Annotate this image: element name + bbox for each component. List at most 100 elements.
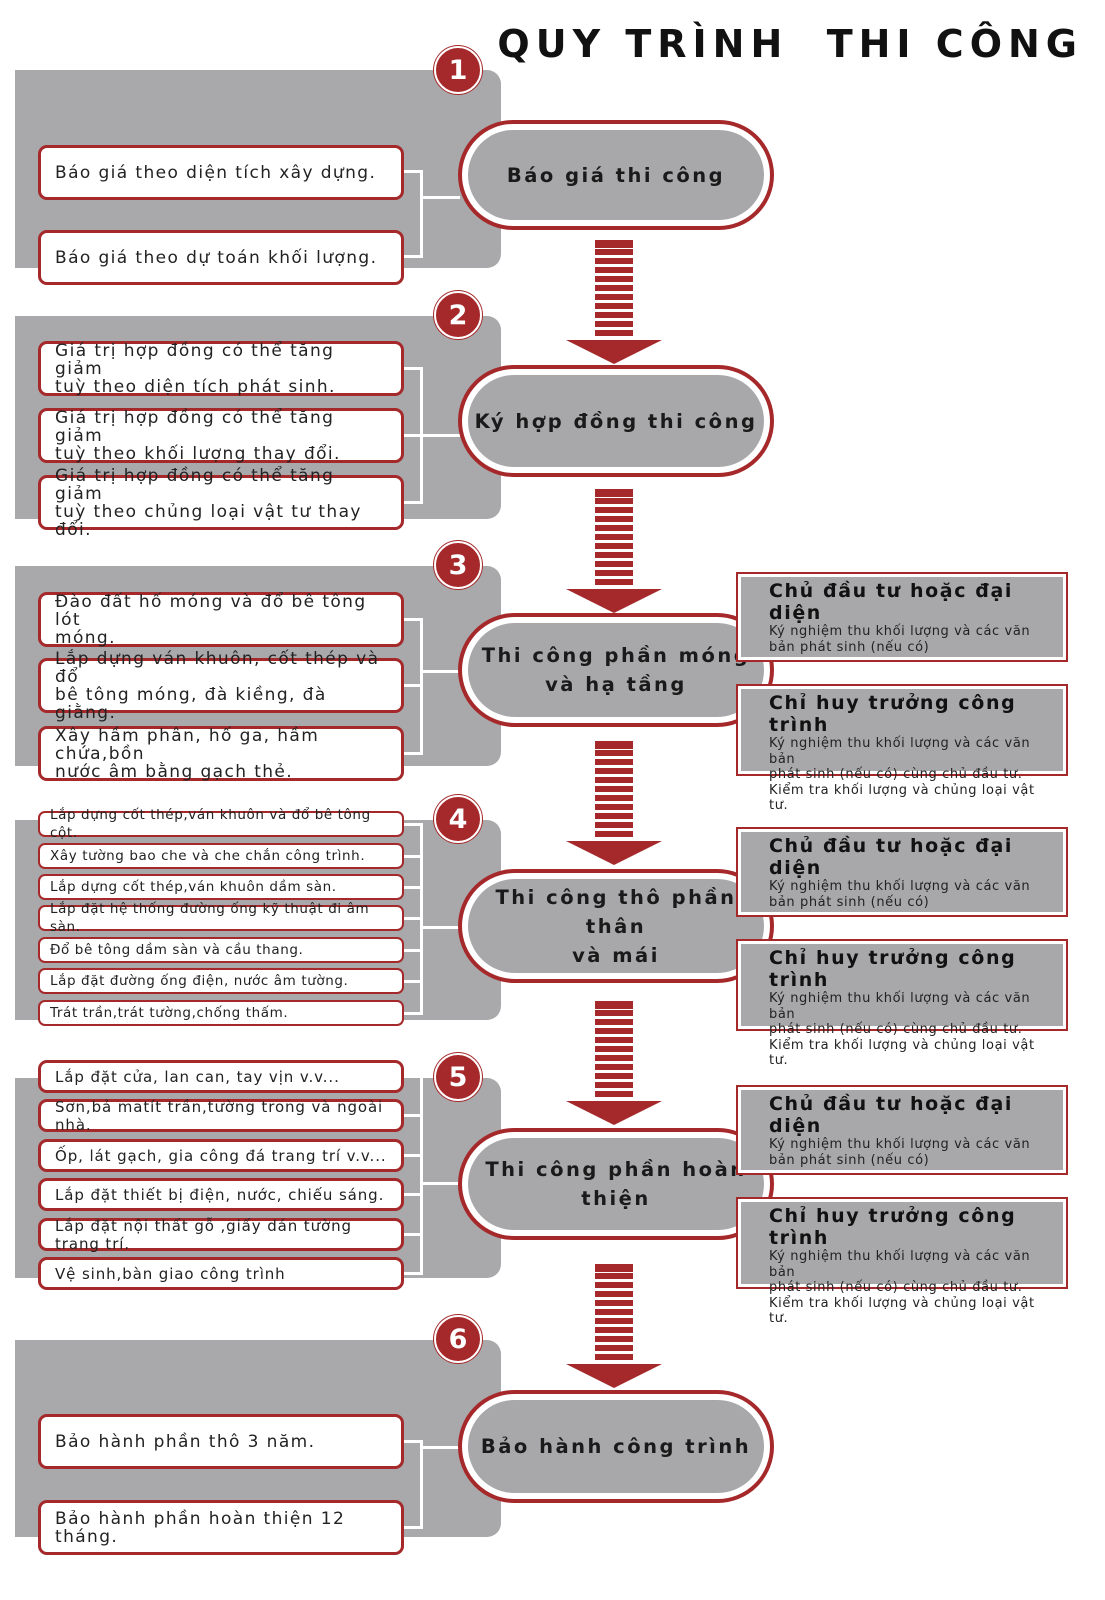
step-3-owner-note: Chủ đầu tư hoặc đại diện Ký nghiệm thu k…: [736, 572, 1068, 662]
connector: [404, 980, 422, 983]
arrow-head: [566, 841, 662, 865]
connector: [404, 1154, 422, 1157]
arrow-stripe: [595, 498, 633, 504]
arrow-stripe: [595, 276, 633, 282]
arrow-stripe: [595, 507, 633, 513]
connector: [420, 170, 423, 258]
step-3-manager-note: Chỉ huy trưởng công trình Ký nghiệm thu …: [736, 684, 1068, 813]
arrow-stripe: [595, 1019, 633, 1025]
connector: [404, 618, 422, 621]
arrow-head: [566, 1101, 662, 1125]
step-5-owner-note: Chủ đầu tư hoặc đại diện Ký nghiệm thu k…: [736, 1085, 1068, 1175]
step-5-item-6: Vệ sinh,bàn giao công trình: [38, 1257, 404, 1290]
step-4-owner-note: Chủ đầu tư hoặc đại diện Ký nghiệm thu k…: [736, 827, 1068, 917]
arrow-stripe: [595, 570, 633, 576]
arrow-stripes: [595, 1264, 633, 1360]
connector: [420, 926, 460, 929]
arrow-stripe: [595, 768, 633, 774]
connector: [404, 855, 422, 858]
step-2-main-label: Ký hợp đồng thi công: [468, 375, 764, 467]
arrow-stripe: [595, 1273, 633, 1279]
arrow-stripe: [595, 312, 633, 318]
connector: [404, 170, 422, 173]
arrow-stripe: [595, 561, 633, 567]
connector: [420, 1446, 460, 1449]
connector: [404, 1193, 422, 1196]
arrow-stripe: [595, 294, 633, 300]
step-6-item-1: Bảo hành phần thô 3 năm.: [38, 1414, 404, 1469]
note-title: Chủ đầu tư hoặc đại diện: [769, 1093, 1014, 1137]
step-5-item-1: Lắp đặt cửa, lan can, tay vịn v.v...: [38, 1060, 404, 1093]
arrow-stripe: [595, 786, 633, 792]
step-4-item-5: Đổ bê tông dầm sàn và cầu thang.: [38, 937, 404, 963]
step-2-main-box: Ký hợp đồng thi công: [458, 365, 774, 477]
arrow-down-icon: [566, 741, 662, 865]
connector: [404, 1012, 422, 1015]
arrow-stripe: [595, 1073, 633, 1079]
connector: [404, 752, 422, 755]
step-1-item-1: Báo giá theo diện tích xây dựng.: [38, 145, 404, 200]
step-6-item-2: Bảo hành phần hoàn thiện 12 tháng.: [38, 1500, 404, 1555]
connector: [404, 1440, 422, 1443]
connector: [420, 618, 423, 755]
step-5-item-5: Lắp đặt nội thất gỗ ,giấy dán tường tran…: [38, 1217, 404, 1253]
step-5-item-2: Sơn,bả matít trần,tường trong và ngoài n…: [38, 1098, 404, 1134]
arrow-stripe: [595, 516, 633, 522]
arrow-stripe: [595, 795, 633, 801]
connector: [420, 1182, 460, 1185]
connector: [420, 1440, 423, 1529]
step-3-number: 3: [434, 541, 482, 589]
step-1-main-box: Báo giá thi công: [458, 120, 774, 230]
arrow-stripe: [595, 534, 633, 540]
arrow-stripe: [595, 831, 633, 837]
step-4-item-7: Trát trần,trát tường,chống thấm.: [38, 1000, 404, 1026]
step-4-manager-note: Chỉ huy trưởng công trình Ký nghiệm thu …: [736, 939, 1068, 1068]
step-1-main-label: Báo giá thi công: [468, 130, 764, 220]
arrow-stripe: [595, 1028, 633, 1034]
step-4-item-3: Lắp dựng cốt thép,ván khuôn dầm sàn.: [38, 874, 404, 900]
connector: [420, 1075, 423, 1275]
arrow-down-icon: [566, 1264, 662, 1388]
arrow-stripe: [595, 750, 633, 756]
arrow-stripe: [595, 1001, 633, 1009]
arrow-stripe: [595, 813, 633, 819]
step-2-number: 2: [434, 291, 482, 339]
note-title: Chủ đầu tư hoặc đại diện: [769, 580, 1014, 624]
step-4-item-6: Lắp đặt đường ống điện, nước âm tường.: [38, 968, 404, 994]
arrow-stripe: [595, 267, 633, 273]
arrow-stripe: [595, 321, 633, 327]
note-body: Ký nghiệm thu khối lượng và các văn bản …: [769, 1137, 1031, 1168]
step-1-number: 1: [434, 46, 482, 94]
arrow-stripe: [595, 525, 633, 531]
note-body: Ký nghiệm thu khối lượng và các văn bản …: [769, 991, 1035, 1068]
connector: [404, 367, 422, 370]
arrow-stripe: [595, 1055, 633, 1061]
arrow-stripes: [595, 1001, 633, 1097]
step-4-item-2: Xây tường bao che và che chắn công trình…: [38, 843, 404, 869]
connector: [404, 917, 422, 920]
arrow-down-icon: [566, 240, 662, 364]
connector: [404, 1233, 422, 1236]
connector: [420, 823, 423, 1015]
arrow-stripe: [595, 1354, 633, 1360]
arrow-stripe: [595, 1010, 633, 1016]
connector: [404, 1114, 422, 1117]
note-title: Chỉ huy trưởng công trình: [769, 1205, 1017, 1249]
arrow-stripe: [595, 759, 633, 765]
connector: [420, 434, 460, 437]
step-5-item-3: Ốp, lát gạch, gia công đá trang trí v.v.…: [38, 1139, 404, 1172]
connector: [404, 1272, 422, 1275]
step-1-item-2: Báo giá theo dự toán khối lượng.: [38, 230, 404, 285]
step-4-item-1: Lắp dựng cốt thép,ván khuôn và đổ bê tôn…: [38, 807, 404, 841]
arrow-stripe: [595, 489, 633, 497]
step-5-manager-note: Chỉ huy trưởng công trình Ký nghiệm thu …: [736, 1197, 1068, 1326]
arrow-stripes: [595, 489, 633, 585]
arrow-stripe: [595, 1336, 633, 1342]
step-4-main-box: Thi công thô phần thân và mái: [458, 869, 774, 983]
step-5-number: 5: [434, 1053, 482, 1101]
arrow-down-icon: [566, 489, 662, 613]
note-title: Chỉ huy trưởng công trình: [769, 692, 1017, 736]
arrow-stripe: [595, 330, 633, 336]
step-6-number: 6: [434, 1315, 482, 1363]
step-2-item-2: Giá trị hợp đồng có thể tăng giảm tuỳ th…: [38, 408, 404, 463]
